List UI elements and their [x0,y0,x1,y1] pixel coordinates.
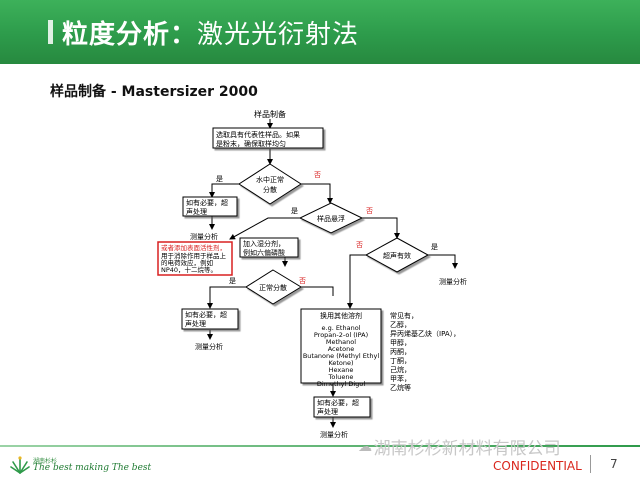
common-item: 丁酮， [390,357,411,365]
solvent-title: 换用其他溶剂 [320,311,362,320]
decision-water-line2: 分散 [263,185,277,194]
page-title: 粒度分析：激光光衍射法 [62,14,359,51]
step-sampling-line2: 是粉末，确保取样均匀 [216,139,286,148]
decision-suspension [298,202,364,234]
d2-no-label: 否 [366,207,373,215]
measure-label-1: 测量分析 [190,232,218,241]
measure-label-2: 测量分析 [195,342,223,351]
wechat-watermark-icon: ☁ [358,439,372,455]
d3-no-label: 否 [356,241,363,249]
solvent-item: Propan-2-ol (IPA) [314,331,368,339]
d4-yes-label: 是 [229,277,236,285]
solvent-item: Butanone (Methyl Ethyl [303,352,380,360]
logo-company-name: 湖南杉杉 [33,458,58,465]
surfactant-line2: 用于消除作用于样品上 [161,251,227,260]
flow-ultrasound-pretreat-2 [181,308,239,330]
title-bar: 粒度分析：激光光衍射法 [0,0,640,64]
section-subtitle: 样品制备 - Mastersizer 2000 [50,84,258,100]
decision-water-line1: 水中正常 [256,175,284,184]
pretreat2-line1: 如有必要，超 [185,310,227,319]
watermark-text: 湖南杉杉新材料有限公司 [352,434,561,459]
surfactant-line3: 的电荷效应，例如 [161,258,213,267]
solvent-item: Hexane [329,366,354,374]
common-item: 甲醇， [390,338,411,347]
footer-separator [590,455,591,473]
common-title: 常见有， [390,311,418,320]
flow-change-solvent [300,308,382,384]
dispersant-line2: 例如六偏磷酸 [243,248,285,257]
d4-no-label: 否 [299,277,306,285]
solvent-item: Ketone) [328,359,353,367]
flow-ultrasound-pretreat-1 [182,196,238,217]
surfactant-line4: NP40，十二烷等。 [161,265,217,274]
page-number: 7 [610,457,618,471]
common-item: 丙酮， [390,348,411,356]
common-item: 乙烷等 [390,383,411,392]
footer-slogan: The best making The best [33,463,152,473]
decision-suspension-label: 样品悬浮 [317,214,345,223]
flow-ultrasound-pretreat-3 [313,396,371,418]
pretreat3-line1: 如有必要，超 [317,398,359,407]
common-item: 乙醇， [390,320,411,329]
surfactant-line1: 或者添加表面活性剂， [161,243,226,252]
common-item: 异丙烯基乙炔（IPA）， [390,329,460,338]
d1-no-label: 否 [314,171,321,179]
flow-add-dispersant [239,237,299,258]
solvent-item: Dimethyl Digol [317,380,365,388]
pretreat2-line2: 声处理 [185,319,206,328]
pretreat1-line2: 声处理 [186,207,207,216]
company-logo-icon [10,456,30,474]
flow-start-label: 样品制备 [254,109,286,119]
title-main: 粒度分析： [62,20,198,50]
title-sub: 激光光衍射法 [197,20,360,50]
decision-ultrasound [364,237,430,273]
d1-yes-label: 是 [216,175,223,183]
dispersant-line1: 加入湿分剂， [243,239,285,248]
title-accent-bar [48,20,53,44]
watermark-company: 湖南杉杉新材料有限公司 [373,439,561,459]
flow-surfactant-note [157,241,233,276]
flow-step-sampling [212,127,324,149]
decision-ultrasound-label: 超声有效 [383,251,411,260]
solvent-item: Toluene [328,373,354,381]
d3-yes-label: 是 [431,243,438,251]
measure-label-3: 测量分析 [439,277,467,286]
step-sampling-line1: 选取具有代表性样品。如果 [216,130,300,139]
measure-label-4: 测量分析 [320,430,348,439]
decision-normal-dispersion [245,269,302,305]
solvent-item: Methanol [326,338,356,346]
d2-yes-label: 是 [291,207,298,215]
pretreat3-line2: 声处理 [317,407,338,416]
solvent-item: e.g. Ethanol [322,324,361,332]
common-item: 己烷， [390,365,411,374]
pretreat1-line1: 如有必要，超 [186,198,228,207]
solvent-item: Acetone [328,345,355,353]
common-item: 甲苯， [390,374,411,383]
footer-divider [0,445,640,447]
decision-normal-label: 正常分散 [259,283,287,292]
confidential-label: CONFIDENTIAL [493,459,582,473]
decision-water-dispersion [238,163,302,205]
flow-connectors [207,119,458,428]
